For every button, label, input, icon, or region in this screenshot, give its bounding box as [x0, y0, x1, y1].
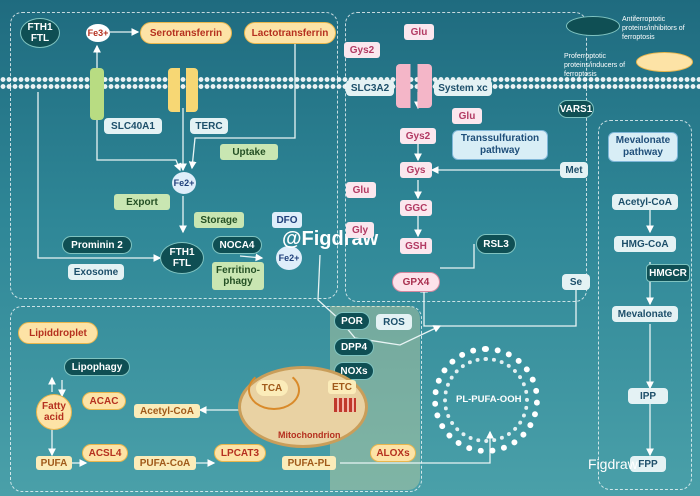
mev-acetylcoa: Acetyl-CoA: [612, 194, 678, 210]
etc-node: ETC: [328, 380, 356, 394]
lpcat3: LPCAT3: [214, 444, 266, 462]
systemxc-label: System xc: [434, 80, 492, 96]
ggc-node: GGC: [400, 200, 432, 216]
fth1-label: FTH1: [169, 247, 195, 258]
dfo-label: DFO: [272, 212, 302, 228]
hmgcoa: HMG-CoA: [614, 236, 676, 252]
slc40a1-channel: [90, 68, 104, 120]
export-label: Export: [114, 194, 170, 210]
fth1-ftl-mid: FTH1 FTL: [160, 242, 204, 274]
fatty-acid: Fatty acid: [36, 394, 72, 430]
acsl4: ACSL4: [82, 444, 128, 462]
mitochondrion-label: Mitochondrion: [278, 430, 341, 440]
legend-pro-text: Proferroptotic proteins/inducers of ferr…: [564, 53, 626, 78]
lipophagy: Lipophagy: [64, 358, 130, 376]
mevalonate-pathway-line1: Mevalonate: [615, 135, 671, 146]
gys2-out: Gys2: [344, 42, 380, 58]
liposome-inner: [443, 357, 529, 443]
gsh-region: [345, 12, 587, 302]
ferritinophagy-line1: Ferritino-: [216, 265, 260, 276]
pufapl-node: PUFA-PL: [282, 456, 336, 470]
mevalonate-pathway-line2: pathway: [622, 147, 663, 158]
glu-2: Glu: [346, 182, 376, 198]
mevalonate-pathway: Mevalonate pathway: [608, 132, 678, 162]
lipid-acetylcoa: Acetyl-CoA: [134, 404, 200, 418]
liposome: [432, 346, 540, 454]
legend: Antiferroptotic proteins/inhibitors of f…: [560, 10, 695, 80]
storage-label: Storage: [194, 212, 244, 228]
fth1-ftl-top: FTH1 FTL: [20, 18, 60, 48]
etc-complex-icon: [334, 398, 356, 412]
aloxs: ALOXs: [370, 444, 416, 462]
transsulfuration-line2: pathway: [479, 145, 520, 156]
ftl-label: FTL: [172, 258, 192, 269]
transsulfuration-line1: Transsulfuration: [460, 133, 540, 144]
ros-node: ROS: [376, 314, 412, 330]
serotransferrin: Serotransferrin: [140, 22, 232, 44]
watermark-bottom: Figdraw: [588, 456, 638, 472]
por: POR: [334, 312, 370, 330]
pufacoa-node: PUFA-CoA: [134, 456, 196, 470]
rsl3: RSL3: [476, 234, 516, 254]
fth1-label: FTH1: [27, 22, 53, 33]
legend-pro-swatch: [636, 52, 693, 72]
terc-label: TERC: [190, 118, 228, 134]
acac: ACAC: [82, 392, 126, 410]
mevalonate-node: Mevalonate: [612, 306, 678, 322]
gsh-node: GSH: [400, 238, 432, 254]
ferritinophagy-label: Ferritino- phagy: [212, 262, 264, 290]
ftl-label: FTL: [30, 33, 50, 44]
transsulfuration-pathway: Transsulfuration pathway: [452, 130, 548, 160]
legend-anti-swatch: [566, 16, 620, 36]
legend-anti-text: Antiferroptotic proteins/inhibitors of f…: [622, 16, 685, 41]
slc3a2-label: SLC3A2: [346, 80, 394, 96]
lipiddroplet: Lipiddroplet: [18, 322, 98, 344]
fe2-mid-node: Fe2+: [276, 246, 302, 270]
slc40a1-label: SLC40A1: [104, 118, 162, 134]
iron-metabolism-region: [10, 12, 338, 299]
fatty-acid-line1: Fatty: [42, 401, 66, 412]
glu-in: Glu: [452, 108, 482, 124]
glu-out: Glu: [404, 24, 434, 40]
terc-channel: [168, 68, 198, 112]
prominin2: Prominin 2: [62, 236, 132, 254]
vars1: VARS1: [558, 100, 594, 118]
dpp4: DPP4: [334, 338, 374, 356]
gly-node: Gly: [346, 222, 374, 238]
ferritinophagy-line2: phagy: [223, 276, 253, 287]
gys2-in: Gys2: [400, 128, 436, 144]
gys-node: Gys: [400, 162, 432, 178]
uptake-label: Uptake: [220, 144, 278, 160]
se-node: Se: [562, 274, 590, 290]
fatty-acid-line2: acid: [43, 412, 64, 423]
hmgcr: HMGCR: [646, 264, 690, 282]
lipid-region: [10, 306, 422, 492]
pl-pufa-ooh: PL-PUFA-OOH: [456, 394, 522, 405]
fe3-node: Fe3+: [86, 24, 110, 42]
gpx4: GPX4: [392, 272, 440, 292]
exosome-label: Exosome: [68, 264, 124, 280]
fe2-node: Fe2+: [172, 172, 196, 194]
systemxc-transporter: [396, 64, 432, 108]
ipp-node: IPP: [628, 388, 668, 404]
noca4: NOCA4: [212, 236, 262, 254]
lactotransferrin: Lactotransferrin: [244, 22, 336, 44]
mevalonate-region: [598, 120, 692, 490]
fpp-node: FPP: [630, 456, 666, 472]
tca-cycle-icon: [248, 370, 300, 410]
met-node: Met: [560, 162, 588, 178]
pufa-node: PUFA: [36, 456, 72, 470]
